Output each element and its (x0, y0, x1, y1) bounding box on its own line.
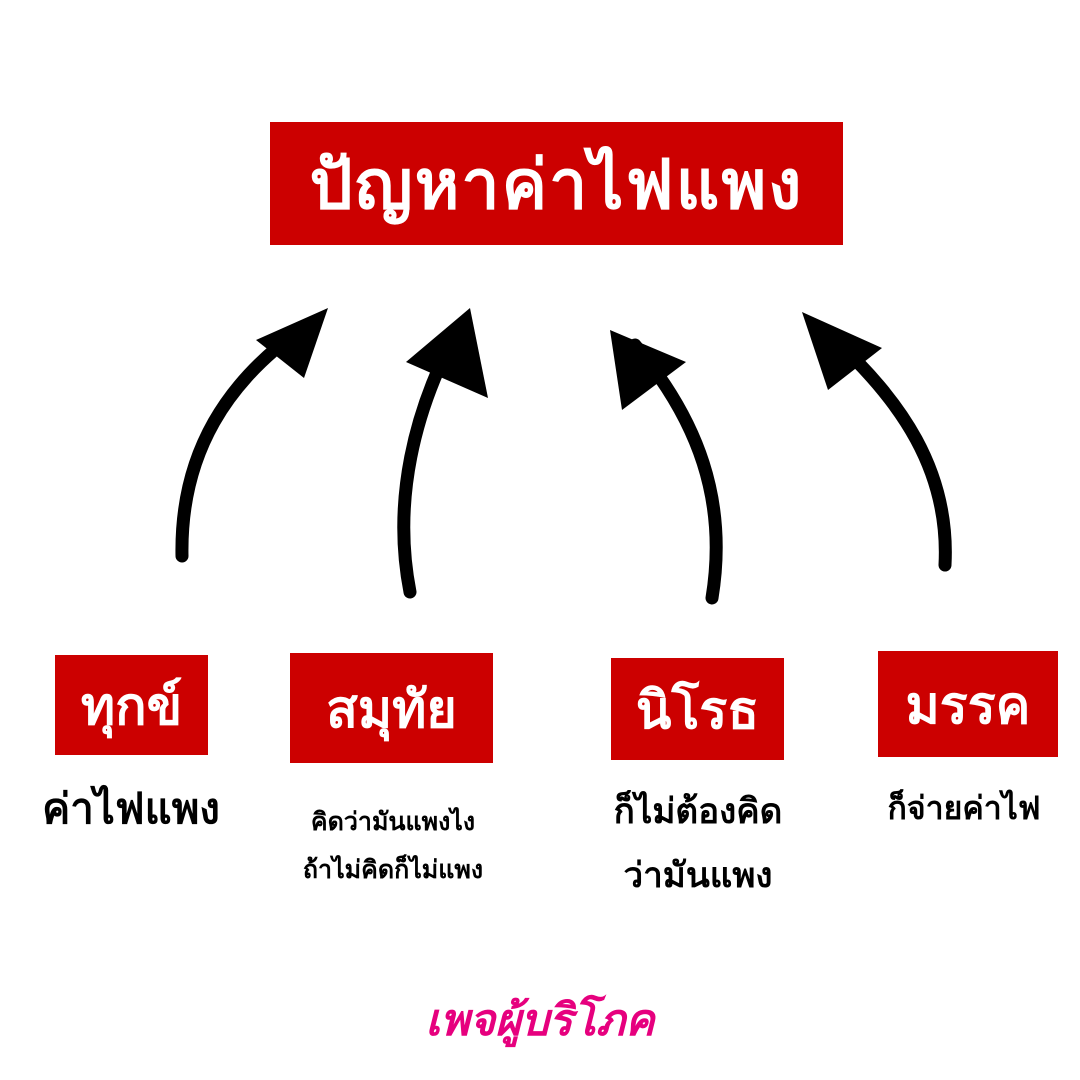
desc-nirodha: ก็ไม่ต้องคิด ว่ามันแพง (562, 780, 834, 908)
desc-line: ว่ามันแพง (623, 856, 773, 896)
label-samudaya: สมุทัย (326, 679, 457, 740)
desc-samudaya: คิดว่ามันแพงไง ถ้าไม่คิดก็ไม่แพง (262, 798, 524, 894)
label-dukkha: ทุกข์ (80, 676, 183, 737)
desc-line: ก็ไม่ต้องคิด (613, 792, 783, 832)
title-text: ปัญหาค่าไฟแพง (309, 145, 804, 225)
arrow-1-icon (175, 308, 328, 563)
label-box-dukkha: ทุกข์ (55, 655, 208, 755)
desc-line: ค่าไฟแพง (42, 784, 220, 833)
arrow-4-icon (802, 312, 952, 572)
footer-brand: เพจผู้บริโภค (425, 995, 655, 1046)
label-box-magga: มรรค (878, 651, 1058, 757)
desc-line: ถ้าไม่คิดก็ไม่แพง (302, 855, 484, 884)
desc-line: คิดว่ามันแพงไง (310, 807, 476, 836)
arrow-3-icon (610, 330, 723, 605)
label-box-samudaya: สมุทัย (290, 653, 493, 763)
desc-line: ก็จ่ายค่าไฟ (887, 789, 1041, 827)
label-magga: มรรค (905, 675, 1031, 736)
arrow-2-icon (397, 308, 488, 599)
desc-magga: ก็จ่ายค่าไฟ (848, 780, 1080, 836)
label-box-nirodha: นิโรธ (611, 658, 784, 760)
title-box: ปัญหาค่าไฟแพง (270, 122, 843, 245)
label-nirodha: นิโรธ (635, 680, 760, 741)
desc-dukkha: ค่าไฟแพง (0, 778, 262, 840)
